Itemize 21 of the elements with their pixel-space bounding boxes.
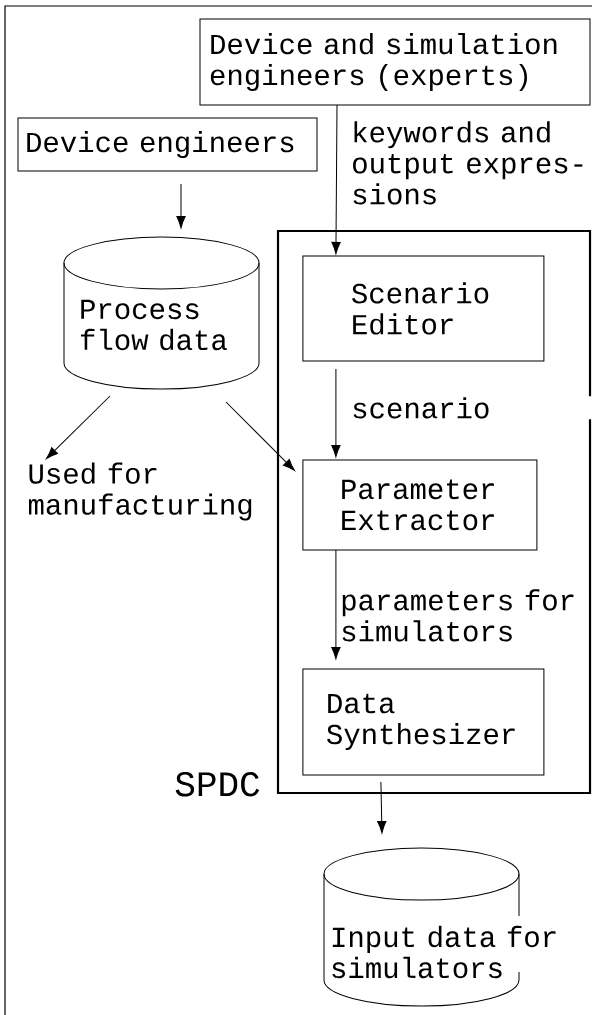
process-box: Scenario Editor xyxy=(302,255,545,362)
edge-label: keywords and output expres- sions xyxy=(350,120,592,206)
edge-label: scenario xyxy=(350,396,592,420)
node-label: SPDC xyxy=(175,772,260,797)
arrow xyxy=(46,395,111,459)
database-cylinder: Input data for simulators xyxy=(323,847,556,1007)
arrow xyxy=(331,104,341,255)
arrow xyxy=(176,183,186,229)
node-label: Input data for simulators xyxy=(332,925,556,979)
process-box: Device and simulation engineers (experts) xyxy=(199,18,591,106)
process-box: Data Synthesizer xyxy=(302,668,545,776)
node-label: Process flow data xyxy=(80,299,227,351)
arrow xyxy=(331,549,341,660)
process-box: Device engineers xyxy=(17,117,318,172)
edge-label: parameters for simulators xyxy=(339,588,589,643)
output-text: Used for manufacturing xyxy=(28,462,252,521)
arrow xyxy=(225,401,295,471)
arrow xyxy=(377,781,387,834)
arrow xyxy=(331,368,341,458)
process-box: Parameter Extractor xyxy=(302,459,538,551)
database-cylinder: Process flow data xyxy=(63,236,260,390)
